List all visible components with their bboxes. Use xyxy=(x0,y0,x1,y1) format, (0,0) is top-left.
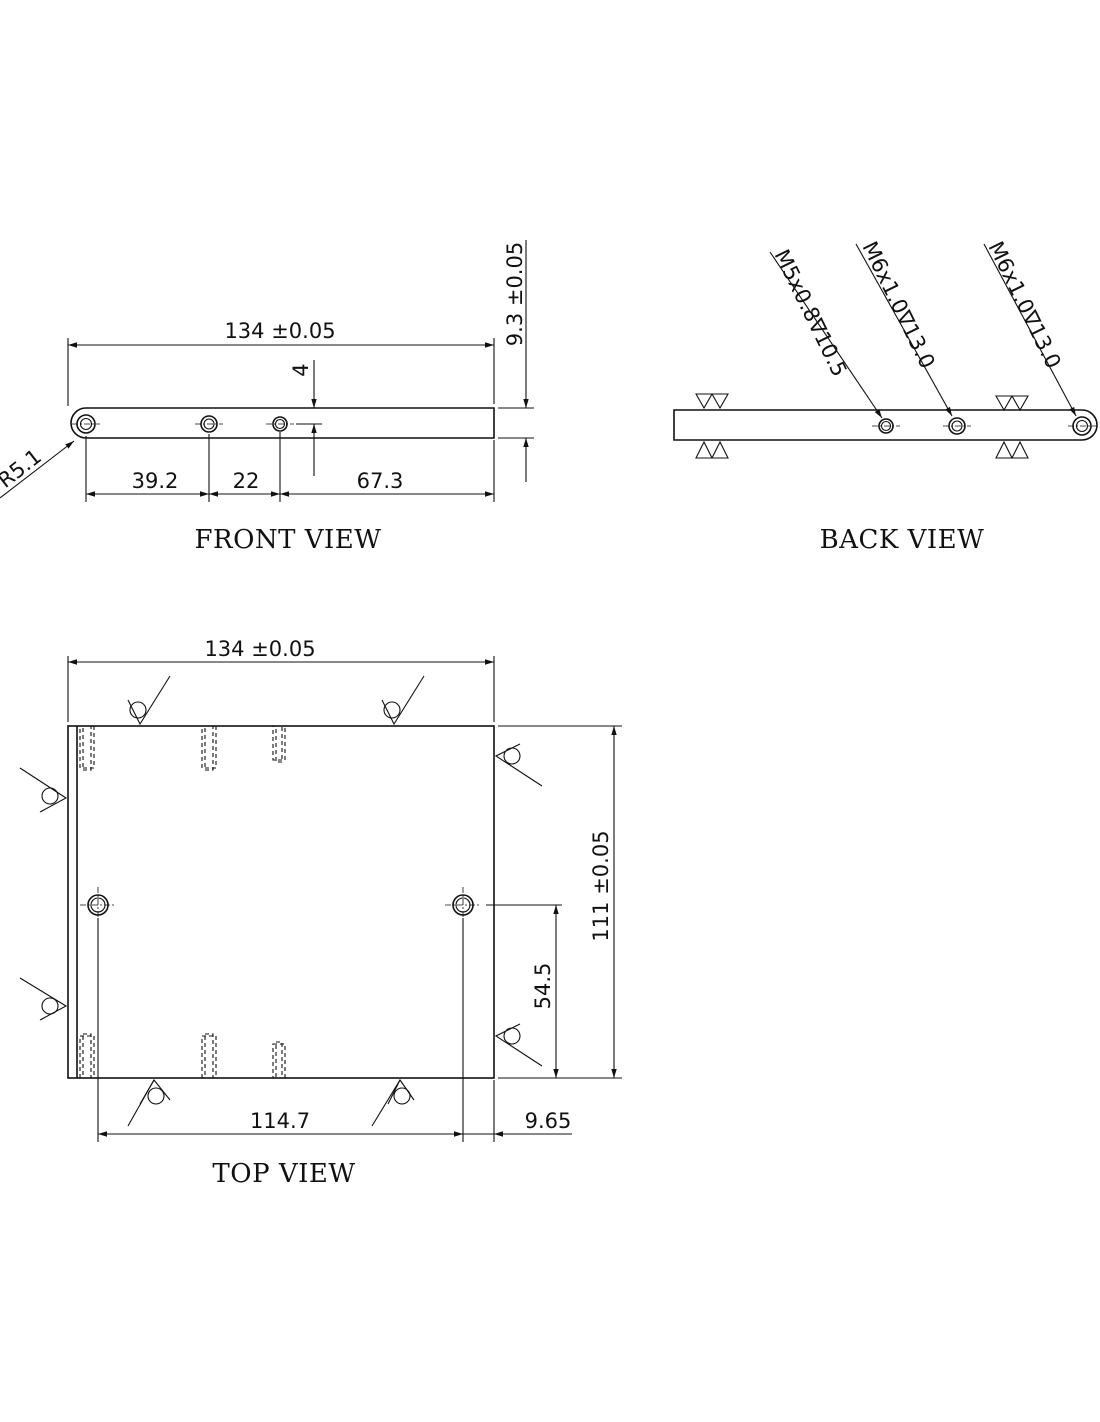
hidden-tapped-hole xyxy=(272,725,286,763)
weld-symbol xyxy=(127,1079,171,1127)
front-view: 134 ±0.05 9.3 ±0.05 4 R5.1 39.2 22 67.3 … xyxy=(0,240,534,555)
top-through-hole xyxy=(445,887,481,923)
front-radius-label: R5.1 xyxy=(0,444,46,492)
thread-callout-2: M6x1.0∇13.0 xyxy=(858,238,940,373)
weld-symbol xyxy=(19,767,68,813)
top-through-hole xyxy=(80,887,116,923)
back-hole xyxy=(1068,416,1096,436)
thread-callout-1: M5x0.8∇10.5 xyxy=(770,246,852,381)
front-spacing-2-label: 22 xyxy=(233,469,260,493)
back-hole xyxy=(943,417,971,435)
thread-callout-3: M6x1.0∇13.0 xyxy=(984,238,1066,373)
top-view-title: TOP VIEW xyxy=(212,1159,355,1189)
front-hole-offset-label: 4 xyxy=(289,363,313,376)
front-length-label: 134 ±0.05 xyxy=(224,319,335,343)
front-radius-leader xyxy=(0,440,75,499)
back-view: M5x0.8∇10.5 M6x1.0∇13.0 M6x1.0∇13.0 BACK… xyxy=(673,238,1098,555)
weld-symbol xyxy=(371,1078,415,1127)
top-hole-span-label: 114.7 xyxy=(250,1109,310,1133)
hidden-tapped-hole xyxy=(79,1033,95,1079)
top-view-plate xyxy=(67,725,495,1079)
thread-callout-leader xyxy=(769,251,883,419)
hidden-tapped-hole xyxy=(79,725,95,771)
weld-symbol xyxy=(494,743,543,787)
weld-symbol xyxy=(127,675,171,726)
top-width-label: 111 ±0.05 xyxy=(589,830,613,941)
front-thickness-label: 9.3 ±0.05 xyxy=(503,242,527,346)
back-view-body xyxy=(673,409,1098,441)
front-hole xyxy=(195,415,223,433)
front-hole xyxy=(266,416,294,432)
top-hole-edge-label: 9.65 xyxy=(525,1109,572,1133)
hidden-tapped-hole xyxy=(201,1033,217,1079)
top-hole-y-label: 54.5 xyxy=(531,963,555,1010)
thread-callout-leader xyxy=(983,243,1077,417)
hidden-tapped-hole xyxy=(201,725,217,771)
hidden-tapped-hole xyxy=(272,1041,286,1079)
front-spacing-3-label: 67.3 xyxy=(357,469,404,493)
front-view-title: FRONT VIEW xyxy=(194,525,381,555)
thread-callout-leader xyxy=(855,243,953,417)
top-length-label: 134 ±0.05 xyxy=(204,637,315,661)
front-spacing-1-label: 39.2 xyxy=(132,469,179,493)
weld-symbol xyxy=(381,675,425,726)
back-view-title: BACK VIEW xyxy=(820,525,985,555)
back-hole xyxy=(872,418,900,434)
front-hole xyxy=(72,414,100,434)
weld-symbol xyxy=(494,1023,543,1067)
weld-symbol xyxy=(19,977,68,1021)
top-view: 134 ±0.05 111 ±0.05 54.5 114.7 9.65 TOP … xyxy=(19,637,622,1189)
front-view-body xyxy=(70,407,495,439)
surface-finish-symbol xyxy=(695,393,1029,459)
